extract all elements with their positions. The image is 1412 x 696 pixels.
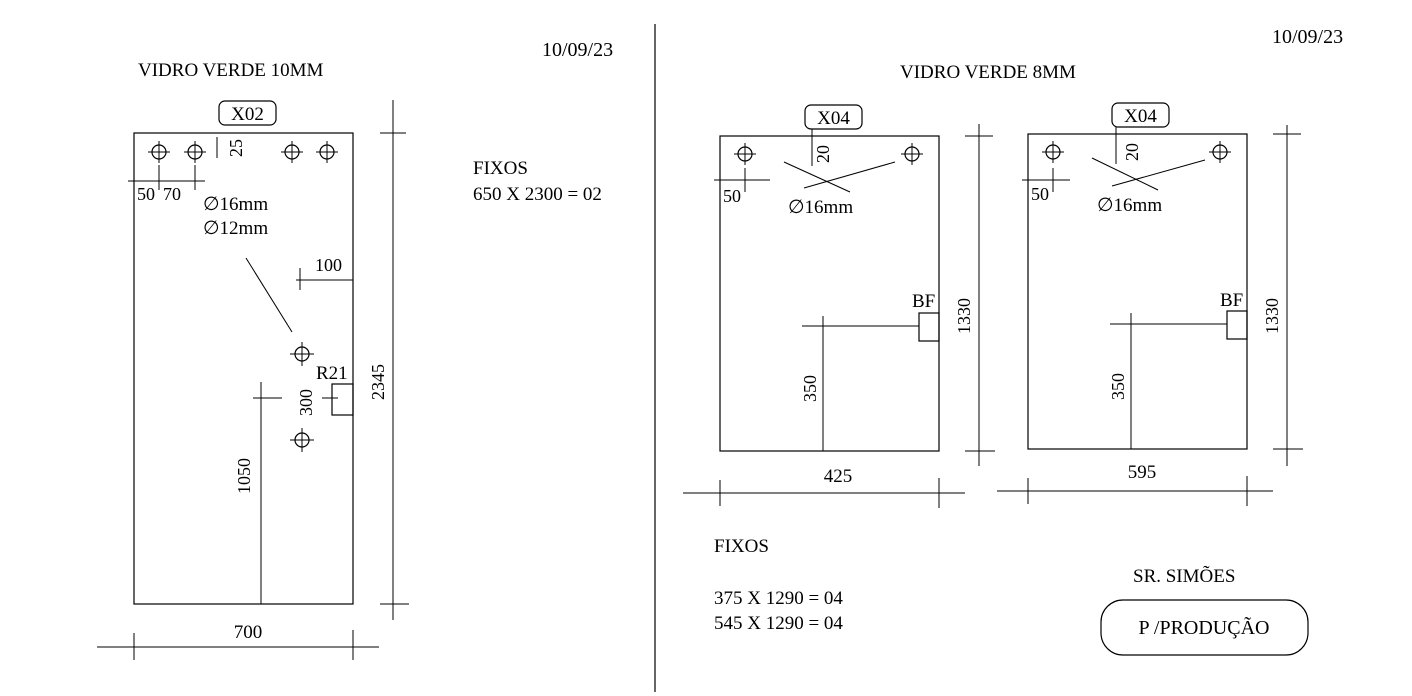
leader-line xyxy=(1091,157,1159,191)
dim-height: 1330 xyxy=(1262,298,1282,334)
left-side-hole xyxy=(290,428,314,452)
left-fixos-line: 650 X 2300 = 02 xyxy=(473,184,602,205)
left-piece-tag-box xyxy=(218,100,277,126)
glass-panel xyxy=(1027,133,1248,450)
left-sheet: 10/09/23 VIDRO VERDE 10MM X02 25 50 70 ∅… xyxy=(97,39,613,660)
left-dim-width: 700 xyxy=(234,622,263,643)
diameter-note: ∅16mm xyxy=(788,197,853,218)
right-fixos-line: 545 X 1290 = 04 xyxy=(714,613,843,634)
panel-tag: X04 xyxy=(1124,106,1157,127)
right-date: 10/09/23 xyxy=(1272,26,1343,48)
left-date: 10/09/23 xyxy=(542,39,613,61)
dim-edge-offset: 50 xyxy=(723,186,741,206)
left-dim-lower: 1050 xyxy=(234,458,254,494)
right-sheet: 10/09/23 VIDRO VERDE 8MM X04 20 50 ∅16mm… xyxy=(683,26,1343,656)
left-notch xyxy=(331,383,354,416)
top-hole xyxy=(901,143,923,165)
glass-panel xyxy=(719,135,940,452)
left-dim-edge-offset: 50 xyxy=(137,184,155,204)
leader-line xyxy=(803,161,896,189)
production-stamp: P /PRODUÇÃO xyxy=(1139,615,1270,639)
panel-tag: X04 xyxy=(817,108,850,129)
left-side-hole xyxy=(290,342,314,366)
client-name: SR. SIMÕES xyxy=(1133,565,1235,587)
dim-edge-offset: 50 xyxy=(1031,184,1049,204)
dim-lower: 350 xyxy=(1108,373,1128,400)
top-hole xyxy=(734,143,756,165)
bf-label: BF xyxy=(1220,290,1243,311)
left-diameter-note: ∅16mm xyxy=(203,194,268,215)
panel-tag-box xyxy=(1111,102,1170,128)
left-leader-line xyxy=(245,257,293,333)
left-dim-100: 100 xyxy=(315,255,342,275)
left-fixos-label: FIXOS xyxy=(473,158,528,179)
dim-width: 425 xyxy=(824,466,853,487)
left-top-hole xyxy=(281,141,303,163)
right-title: VIDRO VERDE 8MM xyxy=(900,62,1076,83)
dim-hole-offset: 20 xyxy=(1122,143,1142,161)
bf-fitting xyxy=(918,312,940,342)
right-fixos-label: FIXOS xyxy=(714,536,769,557)
leader-line xyxy=(1111,159,1206,187)
dim-width: 595 xyxy=(1128,462,1157,483)
diameter-note: ∅16mm xyxy=(1097,195,1162,216)
production-stamp-box xyxy=(1100,599,1309,656)
top-hole xyxy=(1042,141,1064,163)
bf-label: BF xyxy=(912,291,935,312)
dim-hole-offset: 20 xyxy=(813,145,833,163)
dim-height: 1330 xyxy=(954,298,974,334)
left-diameter-note: ∅12mm xyxy=(203,218,268,239)
left-piece-tag: X02 xyxy=(231,104,264,125)
panel-tag-box xyxy=(804,104,863,130)
left-dim-hole-offset: 25 xyxy=(226,139,246,157)
top-hole xyxy=(1209,141,1231,163)
left-glass-panel xyxy=(133,132,354,605)
left-dim-hole-spacing: 70 xyxy=(163,184,181,204)
left-dim-300: 300 xyxy=(296,389,316,416)
right-fixos-line: 375 X 1290 = 04 xyxy=(714,588,843,609)
left-top-hole xyxy=(148,141,170,163)
left-dim-height: 2345 xyxy=(368,364,388,400)
left-title: VIDRO VERDE 10MM xyxy=(138,60,324,81)
left-top-hole xyxy=(184,141,206,163)
panel-425: X04 20 50 ∅16mm BF 350 1330 4 xyxy=(683,104,995,508)
bf-fitting xyxy=(1226,310,1248,340)
left-notch-label: R21 xyxy=(316,363,348,384)
left-top-hole xyxy=(316,141,338,163)
dim-lower: 350 xyxy=(800,375,820,402)
leader-line xyxy=(783,161,851,193)
panel-595: X04 20 50 ∅16mm BF 350 1330 5 xyxy=(997,102,1303,506)
